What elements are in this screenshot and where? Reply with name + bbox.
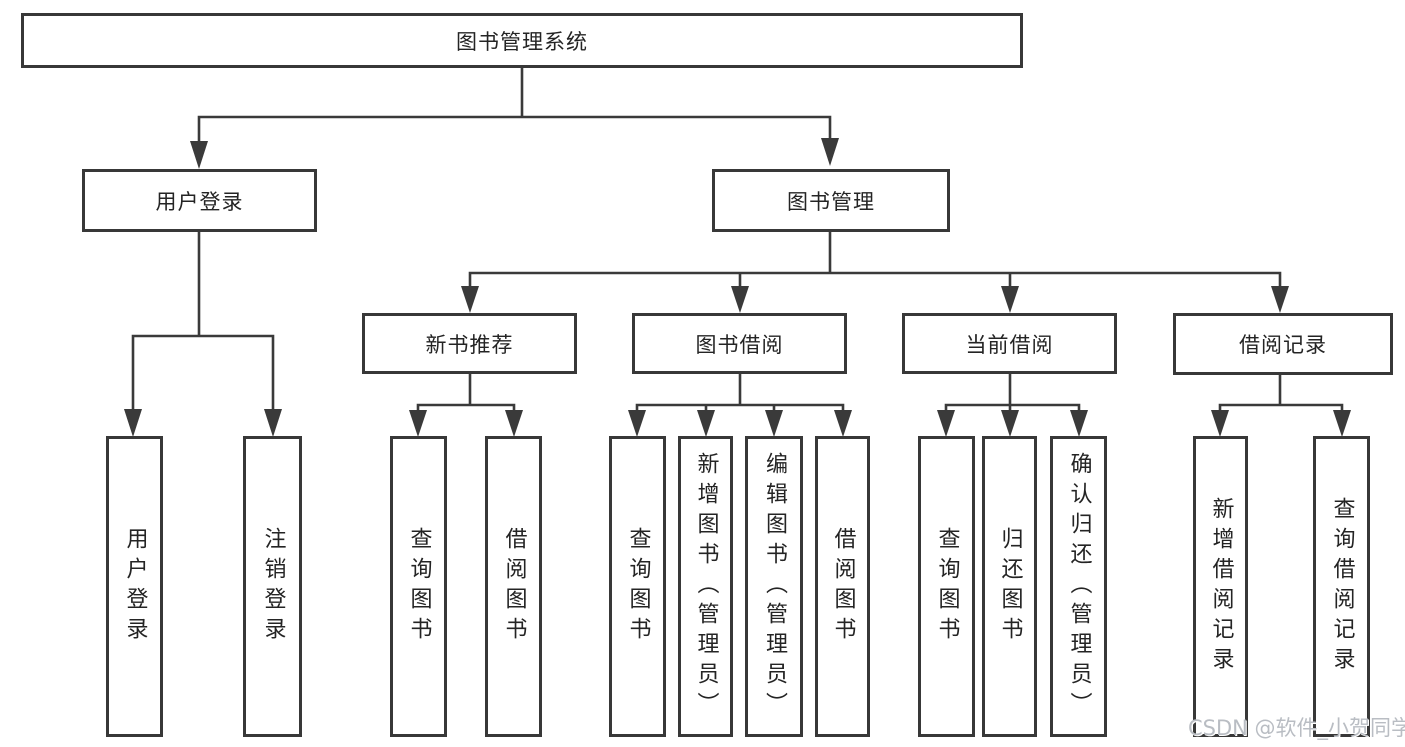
leaf-borrow-books-newbooks: 借阅图书 xyxy=(485,436,542,737)
leaf-logout-label: 注销登录 xyxy=(260,526,286,647)
node-root: 图书管理系统 xyxy=(21,13,1023,68)
node-current-borrow-label: 当前借阅 xyxy=(965,332,1054,357)
leaf-query-borrow-record: 查询借阅记录 xyxy=(1313,436,1370,737)
leaf-query-books-borrow: 查询图书 xyxy=(609,436,666,737)
leaf-query-books-newbooks-label: 查询图书 xyxy=(406,526,432,647)
leaf-query-borrow-record-label: 查询借阅记录 xyxy=(1329,496,1355,677)
connector-new-books xyxy=(409,372,523,437)
leaf-confirm-return-admin-label: 确认归还（管理员） xyxy=(1066,451,1092,722)
leaf-confirm-return-admin: 确认归还（管理员） xyxy=(1050,436,1107,737)
node-borrow-records: 借阅记录 xyxy=(1173,313,1393,375)
leaf-add-borrow-record: 新增借阅记录 xyxy=(1193,436,1248,737)
node-new-books-label: 新书推荐 xyxy=(425,332,514,357)
leaf-query-books-newbooks: 查询图书 xyxy=(390,436,447,737)
node-user-login: 用户登录 xyxy=(82,169,317,232)
leaf-add-book-admin: 新增图书（管理员） xyxy=(678,436,733,737)
leaf-borrow-books-borrow-label: 借阅图书 xyxy=(830,526,856,647)
leaf-add-borrow-record-label: 新增借阅记录 xyxy=(1208,496,1234,677)
connector-book-borrow xyxy=(628,372,852,437)
node-book-management-label: 图书管理 xyxy=(787,189,875,214)
leaf-user-login: 用户登录 xyxy=(106,436,163,737)
leaf-borrow-books-newbooks-label: 借阅图书 xyxy=(501,526,527,647)
leaf-logout: 注销登录 xyxy=(243,436,302,737)
node-borrow-records-label: 借阅记录 xyxy=(1239,333,1327,357)
leaf-borrow-books-borrow: 借阅图书 xyxy=(815,436,870,737)
leaf-query-books-borrow-label: 查询图书 xyxy=(625,526,651,647)
leaf-query-books-current-label: 查询图书 xyxy=(934,526,960,647)
node-root-label: 图书管理系统 xyxy=(456,29,588,54)
node-book-borrow-label: 图书借阅 xyxy=(695,332,784,357)
connector-root xyxy=(190,65,839,169)
leaf-return-books-label: 归还图书 xyxy=(997,526,1023,647)
leaf-return-books: 归还图书 xyxy=(982,436,1037,737)
connector-borrow-records xyxy=(1211,373,1351,437)
leaf-edit-book-admin-label: 编辑图书（管理员） xyxy=(762,451,787,722)
leaf-edit-book-admin: 编辑图书（管理员） xyxy=(745,436,803,737)
node-new-books: 新书推荐 xyxy=(362,313,577,374)
connector-current-borrow xyxy=(937,372,1088,437)
csdn-watermark: CSDN @软件_小贺同学 xyxy=(1188,716,1405,740)
node-book-management: 图书管理 xyxy=(712,169,950,232)
connector-book-management xyxy=(461,230,1289,313)
node-user-login-label: 用户登录 xyxy=(155,189,244,214)
node-book-borrow: 图书借阅 xyxy=(632,313,847,374)
node-current-borrow: 当前借阅 xyxy=(902,313,1117,374)
leaf-add-book-admin-label: 新增图书（管理员） xyxy=(693,451,719,722)
leaf-query-books-current: 查询图书 xyxy=(918,436,975,737)
connector-user-login xyxy=(124,230,282,437)
leaf-user-login-label: 用户登录 xyxy=(122,526,148,647)
